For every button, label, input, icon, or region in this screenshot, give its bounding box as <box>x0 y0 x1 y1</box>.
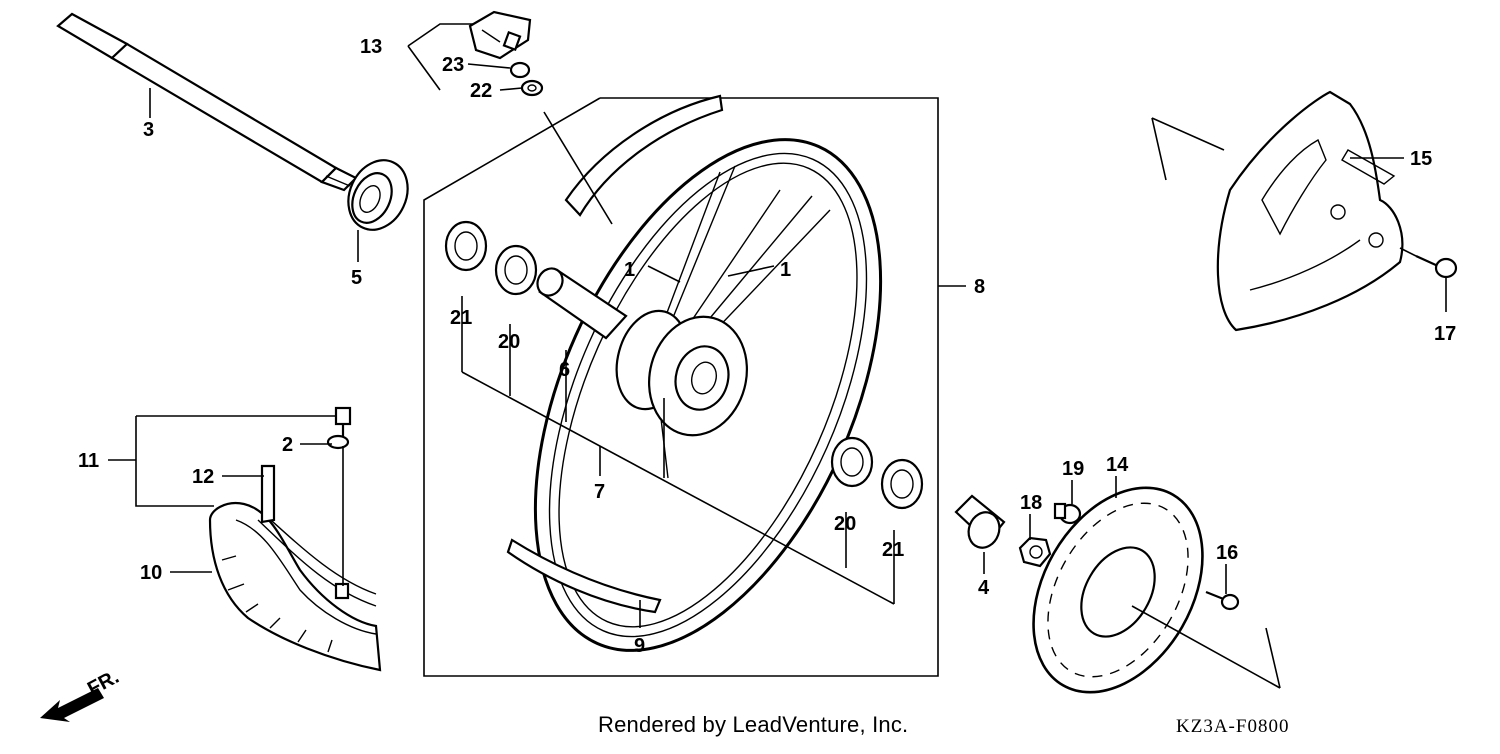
callout-17: 17 <box>1434 323 1456 345</box>
bracket-assembly <box>468 10 544 97</box>
callout-labels: 1 1 2 3 4 5 6 7 8 9 10 11 12 13 14 15 16… <box>78 36 1456 657</box>
side-collar-right <box>954 494 1006 549</box>
callout-7: 7 <box>594 481 605 503</box>
callout-2: 2 <box>282 434 293 456</box>
callout-18: 18 <box>1020 492 1042 514</box>
callout-20b: 20 <box>834 513 856 535</box>
callout-11: 11 <box>78 450 99 472</box>
callout-12: 12 <box>192 466 214 488</box>
nut <box>1018 536 1052 568</box>
guard-bolt <box>1415 254 1458 279</box>
callout-6: 6 <box>559 359 570 381</box>
diagram-code: KZ3A-F0800 <box>1176 716 1290 737</box>
side-collar <box>347 159 409 231</box>
tube <box>257 511 377 607</box>
front-direction-arrow: FR. <box>40 666 123 722</box>
bearing-left-outer <box>444 220 488 272</box>
callout-22: 22 <box>470 80 492 102</box>
callout-10: 10 <box>140 562 162 584</box>
callout-15: 15 <box>1410 148 1432 170</box>
callout-23: 23 <box>442 54 464 76</box>
valve <box>326 406 352 600</box>
bearing-right-outer <box>880 458 924 510</box>
brake-disc <box>1032 486 1204 694</box>
callout-4: 4 <box>978 577 990 599</box>
render-credit: Rendered by LeadVenture, Inc. <box>598 712 909 737</box>
callout-14: 14 <box>1106 454 1129 476</box>
front-axle <box>56 12 358 192</box>
distance-collar <box>536 267 628 340</box>
tire <box>208 502 382 672</box>
disc-bolt <box>1205 590 1240 611</box>
callout-13: 13 <box>360 36 382 58</box>
callout-21b: 21 <box>882 539 904 561</box>
callout-19: 19 <box>1062 458 1084 480</box>
leader-lines <box>108 23 1447 689</box>
callout-1a: 1 <box>624 259 635 281</box>
callout-3: 3 <box>143 119 154 141</box>
bearing-left-inner <box>494 244 538 296</box>
callout-21a: 21 <box>450 307 472 329</box>
wheel-assembly-frame <box>423 97 939 677</box>
callout-9: 9 <box>634 635 645 657</box>
rim-band <box>506 94 724 614</box>
callout-1b: 1 <box>780 259 791 281</box>
bolt <box>1053 502 1082 525</box>
rim-band-strip <box>260 464 276 524</box>
callout-5: 5 <box>351 267 362 289</box>
bearing-right-inner <box>830 436 874 488</box>
callout-20a: 20 <box>498 331 520 353</box>
wheel-hub <box>615 309 748 437</box>
callout-16: 16 <box>1216 542 1238 564</box>
callout-8: 8 <box>974 276 985 298</box>
disc-guard <box>1216 90 1404 332</box>
